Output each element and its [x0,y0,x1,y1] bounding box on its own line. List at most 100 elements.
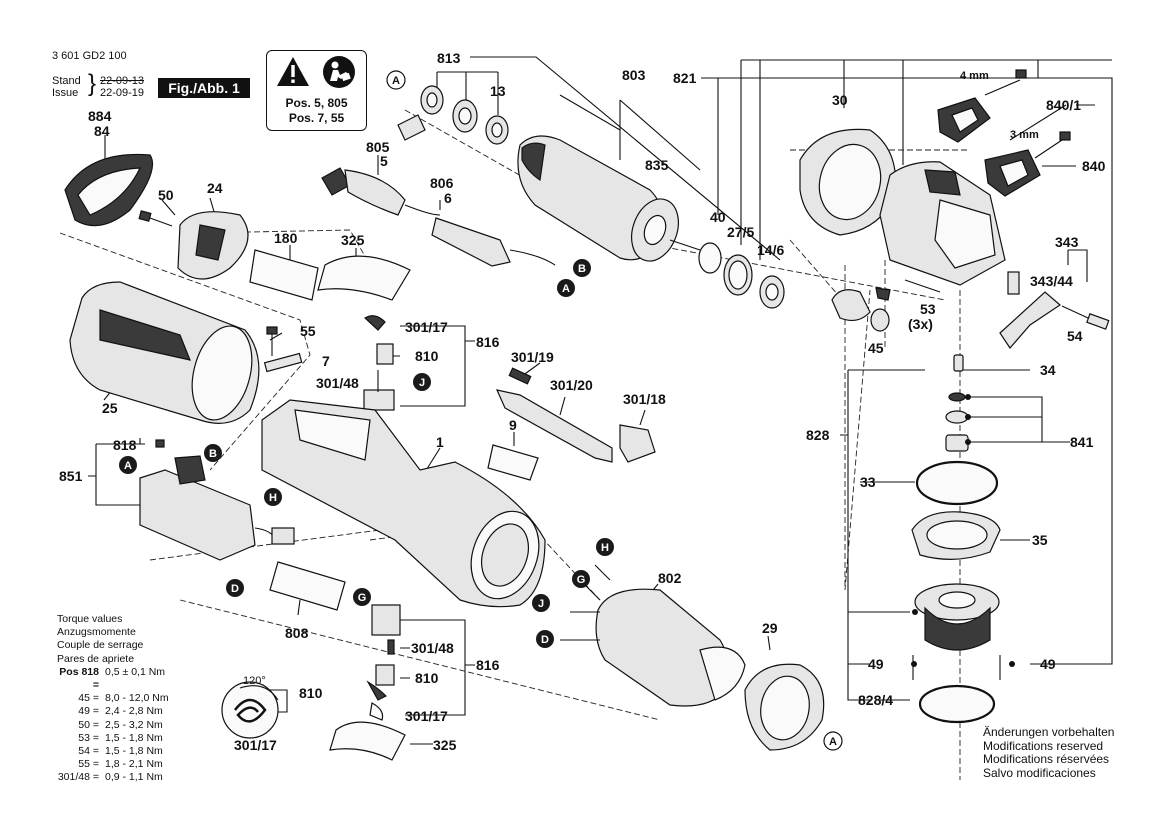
label-803: 803 [622,67,646,83]
read-manual-icon [323,56,355,88]
part-55-screw [266,326,278,356]
label-325-top: 325 [341,232,365,248]
label-301-48-top: 301/48 [316,375,359,391]
torque-title-fr: Couple de serrage [57,639,144,652]
label-1: 1 [436,434,444,450]
svg-text:A: A [124,460,132,472]
marker-a-cable: A [557,279,575,297]
part-40-retaining-ring [698,242,722,274]
issue-date: 22-09-19 [100,87,145,99]
label-9: 9 [509,417,517,433]
marker-b-module: B [204,444,222,462]
safety-notice-box: Pos. 5, 805 Pos. 7, 55 [266,50,367,131]
part-54-screw [1061,305,1110,330]
label-821: 821 [673,70,697,86]
marker-a-top-open: A [386,70,406,90]
torque-row: 49 = 2,4 - 2,8 Nm [78,705,163,718]
label-851: 851 [59,468,83,484]
label-34: 34 [1040,362,1056,378]
part-25-housing-cover [69,281,260,424]
label-301-20: 301/20 [550,377,593,393]
modification-notes: Änderungen vorbehalten Modifications res… [983,725,1114,780]
svg-text:B: B [209,448,217,460]
part-45-nut [870,308,890,332]
svg-text:G: G [577,574,586,586]
torque-row: 50 = 2,5 - 3,2 Nm [78,718,163,731]
brace-icon: } [88,70,97,97]
label-301-17-bottom: 301/17 [405,708,448,724]
marker-a-baffle-open: A [823,731,843,751]
marker-d-coil: D [536,630,554,648]
marker-j-upper: J [413,373,431,391]
label-45: 45 [868,340,884,356]
part-841-ring [945,410,969,424]
part-1-motor-housing [261,399,546,608]
torque-title-es: Pares de apriete [57,652,135,665]
part-6-cord-sleeve [431,217,511,267]
label-3x: (3x) [908,316,933,332]
label-84: 84 [94,123,110,139]
label-343: 343 [1055,234,1079,250]
svg-text:H: H [601,542,609,554]
part-45-pinion [831,289,871,322]
part-816-brush-holder-lower [366,604,401,721]
label-816-top: 816 [476,334,500,350]
figure-label: Fig./Abb. 1 [158,78,250,98]
label-5: 5 [380,153,388,169]
label-4mm: 4 mm [960,70,989,82]
marker-a-module: A [119,456,137,474]
torque-title-en: Torque values [57,613,123,625]
safety-positions-line1: Pos. 5, 805 [285,96,348,110]
label-33: 33 [860,474,876,490]
part-301-18-slide-switch [619,424,656,463]
label-343-44: 343/44 [1030,273,1073,289]
stand-date: 22-09-13 [100,75,145,87]
torque-row: 301/48 = 0,9 - 1,1 Nm [57,771,163,784]
issue-label: Issue [52,87,79,99]
label-841: 841 [1070,434,1094,450]
label-29: 29 [762,620,778,636]
part-840-lock-button [984,131,1071,197]
torque-row: 45 = 8,0 - 12,0 Nm [78,692,169,705]
document-number: 3 601 GD2 100 [52,50,127,62]
label-53: 53 [920,301,936,317]
label-7: 7 [322,353,330,369]
part-343-spring [1007,271,1020,295]
label-840-1: 840/1 [1046,97,1081,113]
part-50-screw [138,210,173,227]
modification-note-en: Modifications reserved [983,738,1104,753]
label-808: 808 [285,625,309,641]
label-24: 24 [207,180,223,196]
part-816-brush-holder-upper [363,315,395,411]
label-301-17-detail: 301/17 [234,737,277,753]
label-818: 818 [113,437,137,453]
label-805: 805 [366,139,390,155]
label-835: 835 [645,157,669,173]
part-9-label [487,444,539,481]
label-49-left: 49 [868,656,884,672]
svg-text:D: D [231,583,239,595]
label-50: 50 [158,187,174,203]
part-301-19-spring [508,367,532,385]
label-816-bottom: 816 [476,657,500,673]
label-30: 30 [832,92,848,108]
label-301-19: 301/19 [511,349,554,365]
safety-positions-line2: Pos. 7, 55 [288,111,345,125]
reference-markers: A B A J B A H [119,70,843,751]
svg-text:D: D [541,634,549,646]
svg-text:B: B [578,263,586,275]
label-13: 13 [490,83,506,99]
svg-text:A: A [829,736,837,748]
label-40: 40 [710,209,726,225]
part-840-1-lock-button [937,69,1027,143]
warning-triangle-icon [277,57,309,86]
label-884: 884 [88,108,112,124]
part-841-washer [948,392,966,402]
label-828-4: 828/4 [858,692,893,708]
marker-j-coil: J [532,594,550,612]
label-806: 806 [430,175,454,191]
part-35-plate [911,511,1001,560]
svg-text:H: H [269,492,277,504]
part-835-armature [517,135,701,262]
